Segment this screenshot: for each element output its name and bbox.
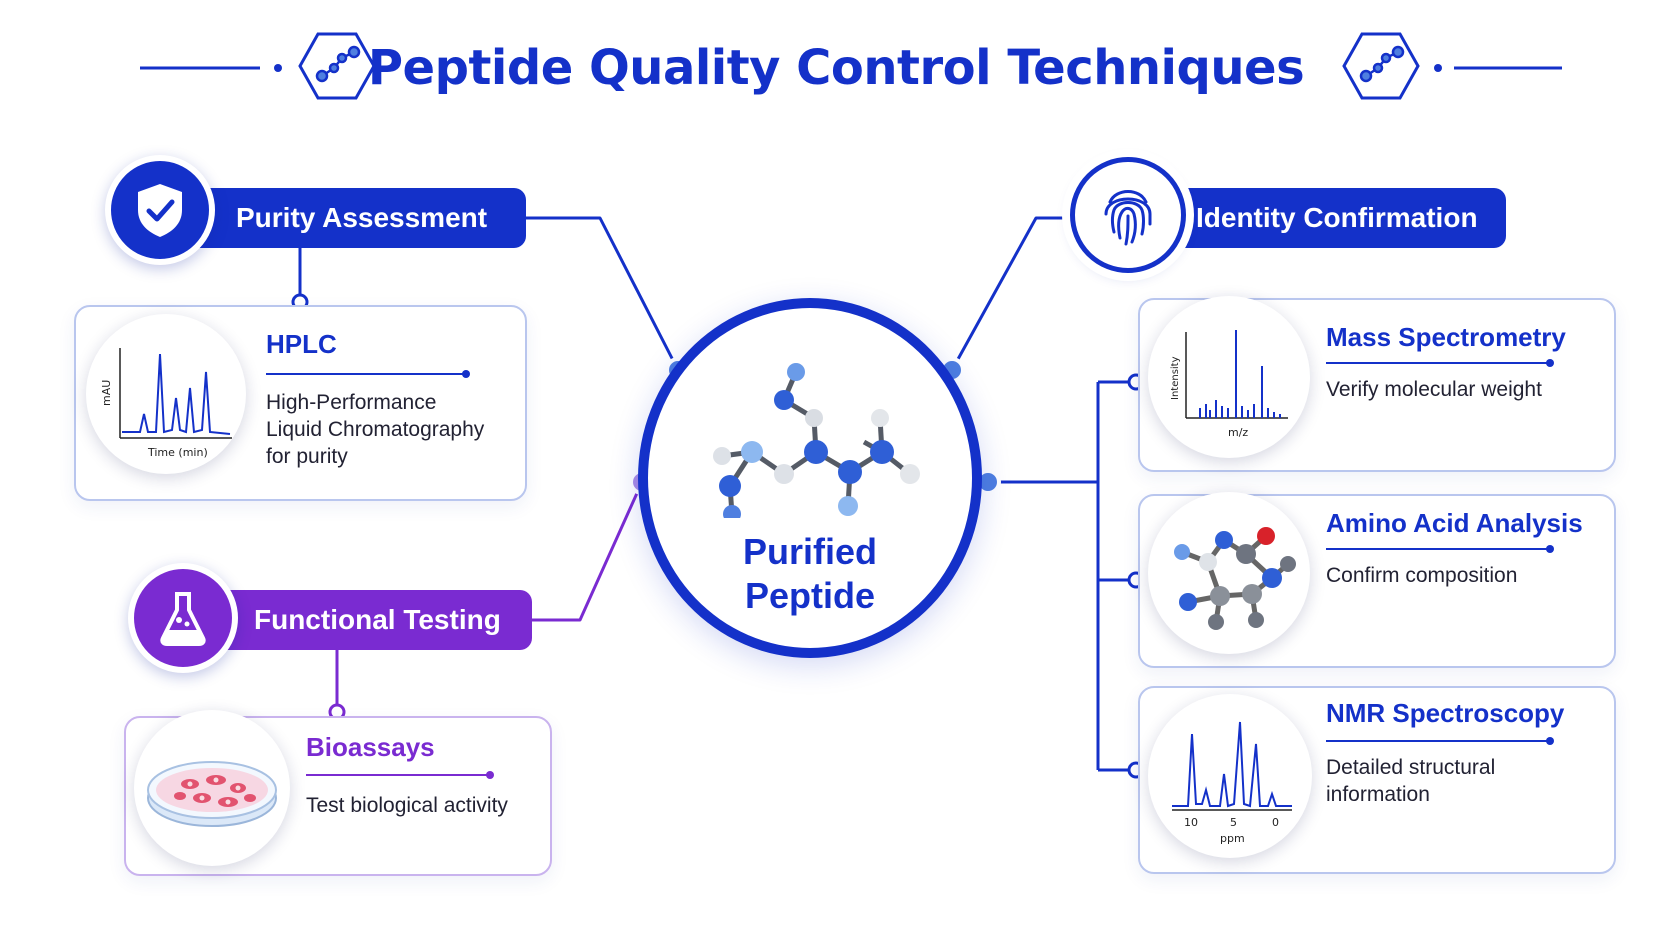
fingerprint-icon — [1070, 157, 1186, 273]
hplc-chromatogram: mAU Time (min) — [86, 314, 246, 474]
technique-title-hplc: HPLC — [266, 329, 337, 359]
category-label: Purity Assessment — [236, 202, 488, 233]
technique-title-nmr-spectroscopy: NMR Spectroscopy — [1326, 698, 1565, 728]
category-label: Identity Confirmation — [1196, 202, 1478, 233]
hub-purified-peptide: Purified Peptide — [638, 298, 982, 658]
technique-description-nmr-spectroscopy: Detailed structural information — [1326, 756, 1496, 806]
flask-icon — [128, 563, 238, 673]
category-functional-testing: Functional Testing — [210, 590, 532, 650]
title-left-rule — [140, 64, 282, 72]
technique-card-mass-spectrometry: Intensity m/z Mass Spectrometry Verify m… — [1138, 296, 1616, 472]
page-title: Peptide Quality Control Techniques — [367, 40, 1305, 96]
technique-card-nmr-spectroscopy: 10 5 0 ppm NMR Spectroscopy Detailed str… — [1138, 686, 1616, 874]
hplc-ylabel: mAU — [100, 380, 113, 406]
peptide-molecule-icon — [713, 363, 920, 518]
technique-description-hplc: High-Performance Liquid Chromatography f… — [266, 391, 485, 468]
technique-title-mass-spectrometry: Mass Spectrometry — [1326, 322, 1566, 352]
category-purity-assessment: Purity Assessment — [190, 188, 526, 248]
mass-xlabel: m/z — [1228, 426, 1248, 439]
nmr-tick-0: 0 — [1272, 816, 1279, 829]
petri-dish-icon — [134, 710, 290, 866]
technique-description-bioassays: Test biological activity — [306, 794, 508, 817]
title-rule — [266, 370, 470, 378]
title-rule — [306, 771, 494, 779]
amino-acid-molecule-icon — [1148, 492, 1310, 654]
hub-label: Purified Peptide — [742, 531, 877, 616]
technique-title-bioassays: Bioassays — [306, 732, 435, 762]
category-identity-confirmation: Identity Confirmation — [1120, 188, 1506, 248]
shield-check-icon — [105, 155, 215, 265]
title-rule — [1326, 737, 1554, 745]
nmr-spectrum-chart: 10 5 0 ppm — [1148, 694, 1312, 858]
mass-spectrum-chart: Intensity m/z — [1148, 296, 1310, 458]
title-bar: Peptide Quality Control Techniques — [0, 28, 1672, 108]
technique-description-mass-spectrometry: Verify molecular weight — [1326, 378, 1542, 401]
technique-card-bioassays: Bioassays Test biological activity — [124, 710, 552, 876]
title-rule — [1326, 359, 1554, 367]
title-rule — [1326, 545, 1554, 553]
peptide-hexagon-icon — [1342, 32, 1420, 100]
title-right-rule — [1434, 64, 1562, 72]
nmr-tick-10: 10 — [1184, 816, 1198, 829]
mass-ylabel: Intensity — [1170, 356, 1181, 400]
technique-card-amino-acid-analysis: Amino Acid Analysis Confirm composition — [1138, 492, 1616, 668]
nmr-tick-5: 5 — [1230, 816, 1237, 829]
peptide-hexagon-icon — [298, 32, 376, 100]
category-label: Functional Testing — [254, 604, 501, 635]
technique-title-amino-acid-analysis: Amino Acid Analysis — [1326, 508, 1583, 538]
technique-card-hplc: mAU Time (min) HPLC High-Performance Liq… — [74, 305, 527, 501]
hplc-xlabel: Time (min) — [147, 446, 208, 459]
technique-description-amino-acid-analysis: Confirm composition — [1326, 564, 1518, 587]
nmr-xlabel: ppm — [1220, 832, 1245, 845]
